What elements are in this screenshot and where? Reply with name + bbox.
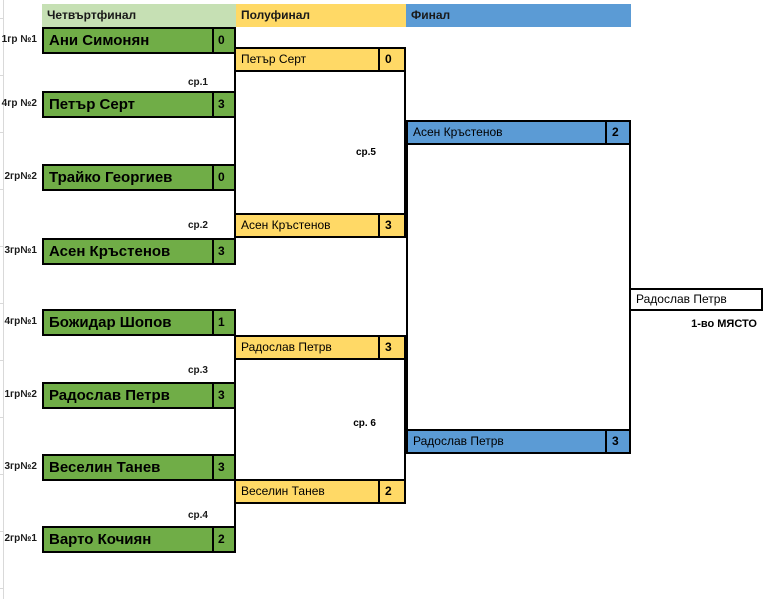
- semifinal-player-box[interactable]: Радослав Петрв 3: [236, 337, 404, 360]
- gridline-horizontal: [0, 360, 3, 361]
- semifinal-player-box[interactable]: Асен Кръстенов 3: [236, 213, 404, 236]
- player-name-cell[interactable]: Радослав Петрв: [413, 434, 504, 448]
- gridline-horizontal: [0, 474, 3, 475]
- quarterfinal-player-box[interactable]: Веселин Танев 3: [42, 454, 236, 481]
- player-score-cell[interactable]: 3: [212, 240, 234, 263]
- match-label: ср.3: [187, 365, 208, 376]
- first-place-label: 1-во МЯСТО: [691, 318, 757, 330]
- player-score-cell[interactable]: 3: [605, 431, 629, 452]
- player-score-cell[interactable]: 3: [212, 456, 234, 479]
- player-score-cell[interactable]: 0: [378, 49, 404, 70]
- quarterfinal-player-box[interactable]: Трайко Георгиев 0: [42, 164, 236, 191]
- player-name-cell[interactable]: Петър Серт: [241, 52, 307, 66]
- match-label: ср.4: [187, 510, 208, 521]
- player-score-cell[interactable]: 1: [212, 311, 234, 334]
- quarterfinal-player-box[interactable]: Радослав Петрв 3: [42, 382, 236, 409]
- gridline-horizontal: [0, 189, 3, 190]
- gridline-horizontal: [0, 132, 3, 133]
- semifinal-player-box[interactable]: Веселин Танев 2: [236, 479, 404, 502]
- quarterfinal-player-box[interactable]: Варто Кочиян 2: [42, 526, 236, 553]
- gridline-vertical: [3, 0, 4, 599]
- header-quarterfinal: Четвъртфинал: [42, 4, 236, 27]
- player-score-cell[interactable]: 3: [212, 93, 234, 116]
- match-label: ср.1: [187, 77, 208, 88]
- player-name-cell[interactable]: Радослав Петрв: [241, 340, 332, 354]
- player-score-cell[interactable]: 3: [378, 215, 404, 236]
- match-label: ср.2: [187, 220, 208, 231]
- player-name-cell[interactable]: Варто Кочиян: [49, 531, 152, 548]
- seed-label: 3гр№2: [4, 461, 37, 472]
- player-score-cell[interactable]: 2: [378, 481, 404, 502]
- gridline-horizontal: [0, 531, 3, 532]
- semifinal-match-area: Петър Серт 0 ср.5 Асен Кръстенов 3: [234, 47, 406, 238]
- final-match-area: Асен Кръстенов 2 Радослав Петрв 3: [406, 120, 631, 454]
- header-final: Финал: [406, 4, 631, 27]
- quarterfinal-player-box[interactable]: Ани Симонян 0: [42, 27, 236, 54]
- gridline-horizontal: [0, 417, 3, 418]
- gridline-horizontal: [0, 18, 3, 19]
- player-name-cell[interactable]: Веселин Танев: [49, 459, 161, 476]
- gridline-horizontal: [0, 303, 3, 304]
- seed-label: 2гр№1: [4, 533, 37, 544]
- seed-label: 4гр№1: [4, 316, 37, 327]
- player-name-cell[interactable]: Веселин Танев: [241, 484, 325, 498]
- final-player-box[interactable]: Радослав Петрв 3: [408, 429, 629, 452]
- seed-label: 4гр №2: [1, 98, 37, 109]
- semifinal-player-box[interactable]: Петър Серт 0: [236, 49, 404, 72]
- player-name-cell[interactable]: Божидар Шопов: [49, 314, 172, 331]
- player-name-cell[interactable]: Ани Симонян: [49, 32, 150, 49]
- quarterfinal-player-box[interactable]: Асен Кръстенов 3: [42, 238, 236, 265]
- match-label: ср. 6: [353, 418, 376, 429]
- seed-label: 2гр№2: [4, 171, 37, 182]
- player-score-cell[interactable]: 0: [212, 29, 234, 52]
- player-score-cell[interactable]: 3: [378, 337, 404, 358]
- seed-label: 1гр №1: [1, 34, 37, 45]
- player-name-cell[interactable]: Асен Кръстенов: [49, 243, 171, 260]
- player-name-cell[interactable]: Петър Серт: [49, 96, 136, 113]
- gridline-horizontal: [0, 588, 3, 589]
- player-score-cell[interactable]: 0: [212, 166, 234, 189]
- player-name-cell[interactable]: Трайко Георгиев: [49, 169, 173, 186]
- seed-label: 1гр№2: [4, 389, 37, 400]
- player-score-cell[interactable]: 2: [605, 122, 629, 143]
- player-score-cell[interactable]: 3: [212, 384, 234, 407]
- match-label: ср.5: [355, 147, 376, 158]
- seed-label: 3гр№1: [4, 245, 37, 256]
- header-semifinal: Полуфинал: [236, 4, 406, 27]
- winner-box[interactable]: Радослав Петрв: [629, 288, 763, 311]
- semifinal-match-area: Радослав Петрв 3 ср. 6 Веселин Танев 2: [234, 335, 406, 504]
- player-name-cell[interactable]: Радослав Петрв: [49, 387, 170, 404]
- gridline-horizontal: [0, 75, 3, 76]
- player-name-cell[interactable]: Асен Кръстенов: [413, 125, 503, 139]
- quarterfinal-player-box[interactable]: Петър Серт 3: [42, 91, 236, 118]
- quarterfinal-player-box[interactable]: Божидар Шопов 1: [42, 309, 236, 336]
- final-player-box[interactable]: Асен Кръстенов 2: [408, 122, 629, 145]
- player-name-cell[interactable]: Асен Кръстенов: [241, 218, 331, 232]
- gridline-horizontal: [0, 246, 3, 247]
- player-score-cell[interactable]: 2: [212, 528, 234, 551]
